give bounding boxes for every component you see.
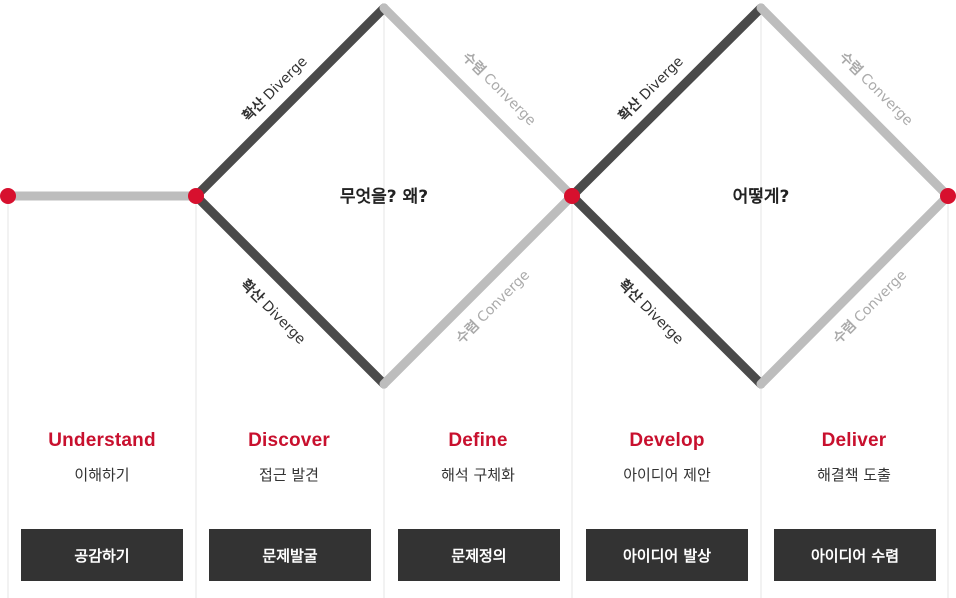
ideation-button[interactable]: 아이디어 발상 xyxy=(586,529,748,581)
stage-subtitle: 이해하기 xyxy=(74,466,130,484)
node-dot xyxy=(0,188,16,204)
question-how: 어떻게? xyxy=(733,186,790,207)
question-what-why: 무엇을? 왜? xyxy=(340,187,428,207)
diverge-down-line-2 xyxy=(567,191,766,389)
problem-definition-button[interactable]: 문제정의 xyxy=(398,529,560,581)
idea-convergence-button[interactable]: 아이디어 수렴 xyxy=(774,529,936,581)
stage-title: Discover xyxy=(248,430,330,451)
stage-define: Define 해석 구체화 xyxy=(383,430,573,485)
diverge-label-down-1: 확산Diverge xyxy=(237,276,309,348)
problem-discovery-button[interactable]: 문제발굴 xyxy=(209,529,371,581)
stage-understand: Understand 이해하기 xyxy=(7,430,197,485)
diverge-label-down-2: 확산Diverge xyxy=(615,276,687,348)
stage-deliver: Deliver 해결책 도출 xyxy=(759,430,949,485)
converge-up-line-1 xyxy=(379,3,577,201)
stage-discover: Discover 접근 발견 xyxy=(194,430,384,485)
diverge-down-line-1 xyxy=(191,191,389,389)
stage-title: Develop xyxy=(629,430,705,451)
stage-title: Deliver xyxy=(821,430,887,451)
converge-down-line-2 xyxy=(756,191,953,389)
diverge-up-line-2 xyxy=(567,3,766,201)
column-dividers xyxy=(7,8,949,598)
diverge-up-line-1 xyxy=(191,3,389,201)
empathize-button[interactable]: 공감하기 xyxy=(21,529,183,581)
stage-title: Understand xyxy=(48,430,156,451)
stage-subtitle: 아이디어 제안 xyxy=(623,466,711,484)
stage-subtitle: 접근 발견 xyxy=(259,466,319,484)
converge-down-line-1 xyxy=(379,191,577,389)
node-dots xyxy=(0,188,956,204)
node-dot xyxy=(564,188,580,204)
stage-develop: Develop 아이디어 제안 xyxy=(572,430,762,485)
node-dot xyxy=(940,188,956,204)
stage-title: Define xyxy=(448,430,508,451)
stage-subtitle: 해결책 도출 xyxy=(817,466,891,484)
converge-up-line-2 xyxy=(756,3,953,201)
stage-subtitle: 해석 구체화 xyxy=(441,466,515,484)
node-dot xyxy=(188,188,204,204)
